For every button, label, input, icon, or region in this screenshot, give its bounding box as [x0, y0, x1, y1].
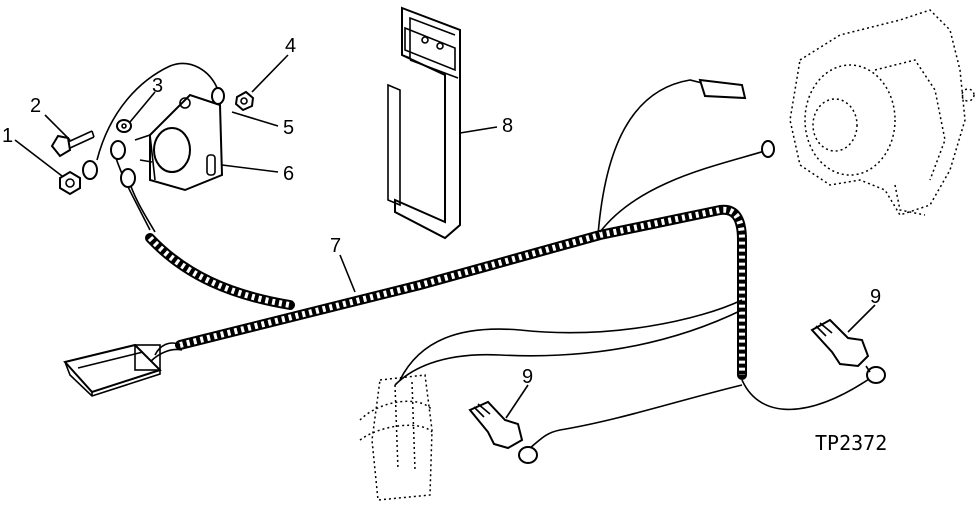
callout-2: 2 — [30, 95, 41, 117]
callout-1: 1 — [2, 125, 13, 147]
hardware-drawing — [50, 90, 255, 196]
sender-right-drawing — [810, 318, 886, 384]
sender-center-drawing — [468, 400, 538, 464]
leader-lines — [14, 54, 876, 419]
alternator-plug-drawing — [698, 78, 775, 158]
main-connector-drawing — [63, 343, 162, 397]
callout-3: 3 — [152, 75, 163, 97]
figure-id: TP2372 — [815, 431, 887, 455]
sender-dotted-drawing — [359, 374, 433, 501]
wiring-harness-drawing — [145, 79, 876, 449]
alternator-drawing — [789, 9, 975, 216]
callout-8: 8 — [502, 115, 513, 137]
callout-4: 4 — [285, 35, 296, 57]
callout-9-right: 9 — [870, 286, 881, 308]
callout-6: 6 — [283, 163, 294, 185]
bracket-drawing — [387, 6, 461, 240]
callout-5: 5 — [283, 117, 294, 139]
switch-assembly-drawing — [82, 62, 225, 233]
callout-9-center: 9 — [522, 366, 533, 388]
callout-7: 7 — [330, 235, 341, 257]
